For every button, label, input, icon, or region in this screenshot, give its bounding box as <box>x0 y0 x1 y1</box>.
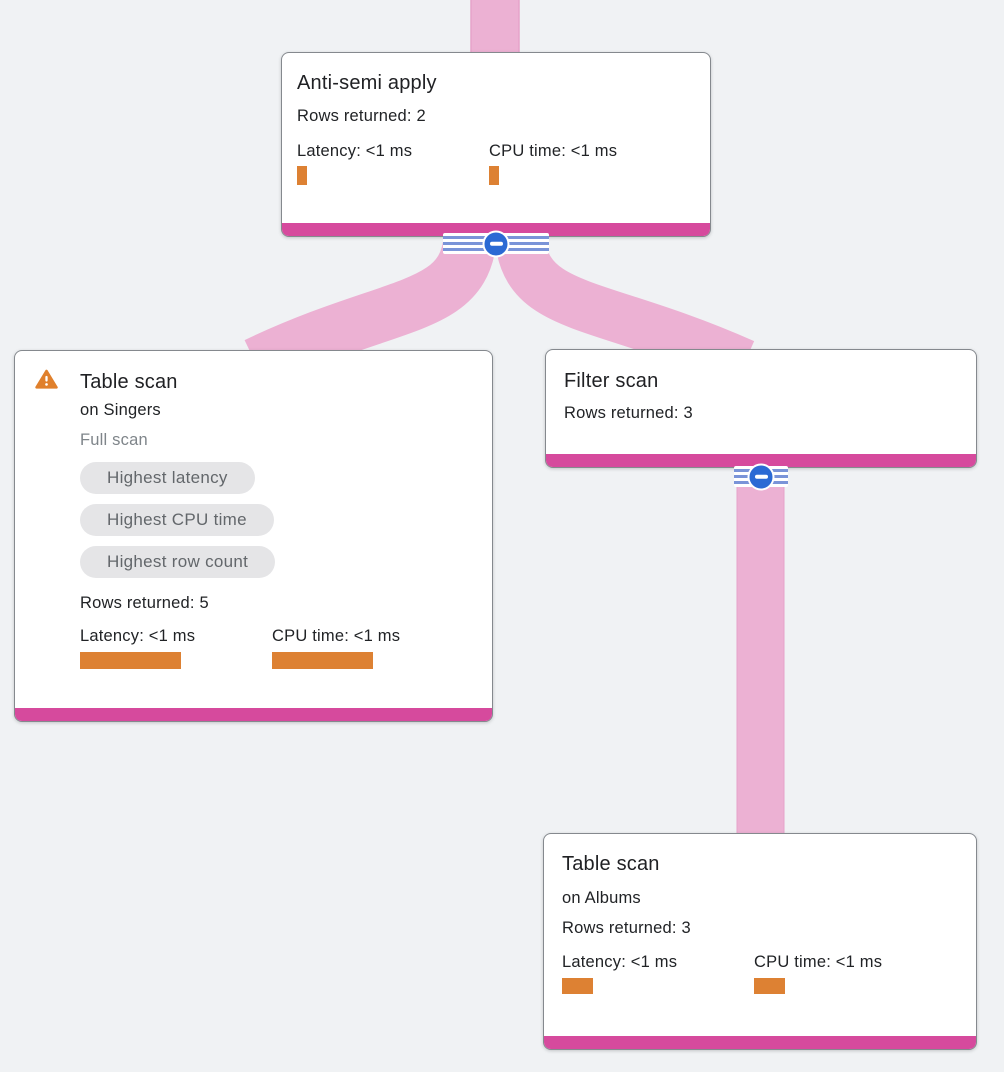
badge-highest-cpu-time: Highest CPU time <box>80 504 274 536</box>
cpu-label: CPU time: <1 ms <box>272 627 401 645</box>
latency-bar <box>562 978 593 994</box>
cpu-bar <box>754 978 785 994</box>
connector-filter-scan <box>734 463 788 490</box>
cpu-metric: CPU time: <1 ms <box>272 625 464 669</box>
metrics-row: Latency: <1 ms CPU time: <1 ms <box>297 140 695 185</box>
node-table-scan-albums[interactable]: Table scan on Albums Rows returned: 3 La… <box>543 833 977 1050</box>
scan-type: Full scan <box>80 431 148 449</box>
latency-metric: Latency: <1 ms <box>80 625 272 669</box>
collapse-button-filter-scan[interactable] <box>747 463 775 490</box>
latency-bar <box>297 166 307 185</box>
minus-icon <box>489 241 503 246</box>
latency-label: Latency: <1 ms <box>80 627 196 645</box>
node-footer-bar <box>15 708 492 721</box>
node-title: Table scan <box>562 853 660 875</box>
metrics-row: Latency: <1 ms CPU time: <1 ms <box>80 625 472 669</box>
edge-root-to-anti-semi <box>470 0 520 57</box>
warning-icon <box>35 369 58 389</box>
node-anti-semi-apply[interactable]: Anti-semi apply Rows returned: 2 Latency… <box>281 52 711 237</box>
cpu-bar <box>489 166 499 185</box>
node-title: Table scan <box>80 371 178 393</box>
edge-anti-semi-to-filter <box>495 235 755 387</box>
node-footer-bar <box>282 223 710 236</box>
minus-icon <box>754 474 768 479</box>
cpu-metric: CPU time: <1 ms <box>489 140 681 185</box>
node-title: Filter scan <box>564 370 659 392</box>
cpu-bar <box>272 652 373 669</box>
node-footer-bar <box>544 1036 976 1049</box>
rows-returned: Rows returned: 5 <box>80 594 209 612</box>
node-filter-scan[interactable]: Filter scan Rows returned: 3 <box>545 349 977 468</box>
node-subtitle: on Albums <box>562 889 641 907</box>
latency-metric: Latency: <1 ms <box>562 951 754 994</box>
metrics-row: Latency: <1 ms CPU time: <1 ms <box>562 951 958 994</box>
collapse-button-anti-semi[interactable] <box>482 230 510 257</box>
latency-bar <box>80 652 181 669</box>
edge-anti-semi-to-singers <box>244 235 497 388</box>
rows-returned: Rows returned: 3 <box>564 404 693 422</box>
connector-anti-semi <box>443 230 549 257</box>
rows-returned: Rows returned: 2 <box>297 107 426 125</box>
node-subtitle: on Singers <box>80 401 161 419</box>
latency-label: Latency: <1 ms <box>297 142 413 160</box>
cpu-metric: CPU time: <1 ms <box>754 951 946 994</box>
cpu-label: CPU time: <1 ms <box>489 142 618 160</box>
node-table-scan-singers[interactable]: Table scan on Singers Full scan Highest … <box>14 350 493 722</box>
rows-returned: Rows returned: 3 <box>562 919 691 937</box>
node-footer-bar <box>546 454 976 467</box>
badge-highest-latency: Highest latency <box>80 462 255 494</box>
badge-list: Highest latency Highest CPU time Highest… <box>80 462 472 578</box>
cpu-label: CPU time: <1 ms <box>754 953 883 971</box>
badge-highest-row-count: Highest row count <box>80 546 276 578</box>
node-title: Anti-semi apply <box>297 72 437 94</box>
latency-label: Latency: <1 ms <box>562 953 678 971</box>
latency-metric: Latency: <1 ms <box>297 140 489 185</box>
edge-filter-to-albums <box>736 463 785 839</box>
